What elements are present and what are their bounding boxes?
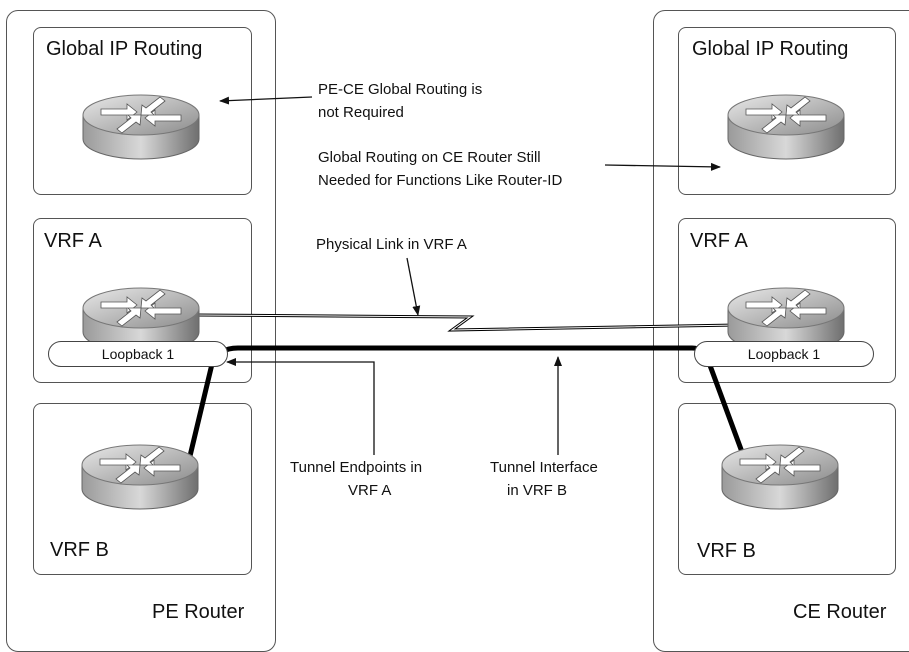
pe-vrf-a-title: VRF A [44,230,102,252]
ce-global-note-line2: Needed for Functions Like Router-ID [318,172,563,189]
physical-link [195,313,738,332]
arrow-to-pe-global [219,96,313,105]
arrow-to-tunnel-endpoint [226,358,375,455]
tunnel-endpoints-note-line1: Tunnel Endpoints in [290,459,423,476]
tunnel-interface-note-line2: in VRF B [507,482,568,499]
ce-global-router-icon [727,94,845,160]
physical-link-note: Physical Link in VRF A [316,236,467,253]
ce-vrf-b-router-icon [721,444,839,510]
tunnel-endpoints-note-line2: VRF A [348,482,392,499]
pe-vrf-b-router-icon [81,444,199,510]
ce-router-label: CE Router [793,601,887,623]
ce-global-note-line1: Global Routing on CE Router Still [318,149,541,166]
pe-global-router-icon [82,94,200,160]
pe-loopback-pill: Loopback 1 [48,341,228,367]
tunnel-interface-note-line1: Tunnel Interface [490,459,598,476]
pe-router-label: PE Router [152,601,245,623]
pe-ce-global-note-line2: not Required [318,104,404,121]
pe-ce-global-note-line1: PE-CE Global Routing is [318,81,483,98]
arrow-to-ce-global [604,162,721,171]
diagram-canvas [81,94,845,510]
pe-global-routing-title: Global IP Routing [46,38,203,60]
tunnel-interface-line [187,345,745,457]
arrow-to-physical-link [406,257,421,316]
pe-vrf-b-title: VRF B [50,539,109,561]
ce-vrf-a-title: VRF A [690,230,748,252]
ce-loopback-pill: Loopback 1 [694,341,874,367]
ce-vrf-b-title: VRF B [697,540,756,562]
ce-global-routing-title: Global IP Routing [692,38,849,60]
